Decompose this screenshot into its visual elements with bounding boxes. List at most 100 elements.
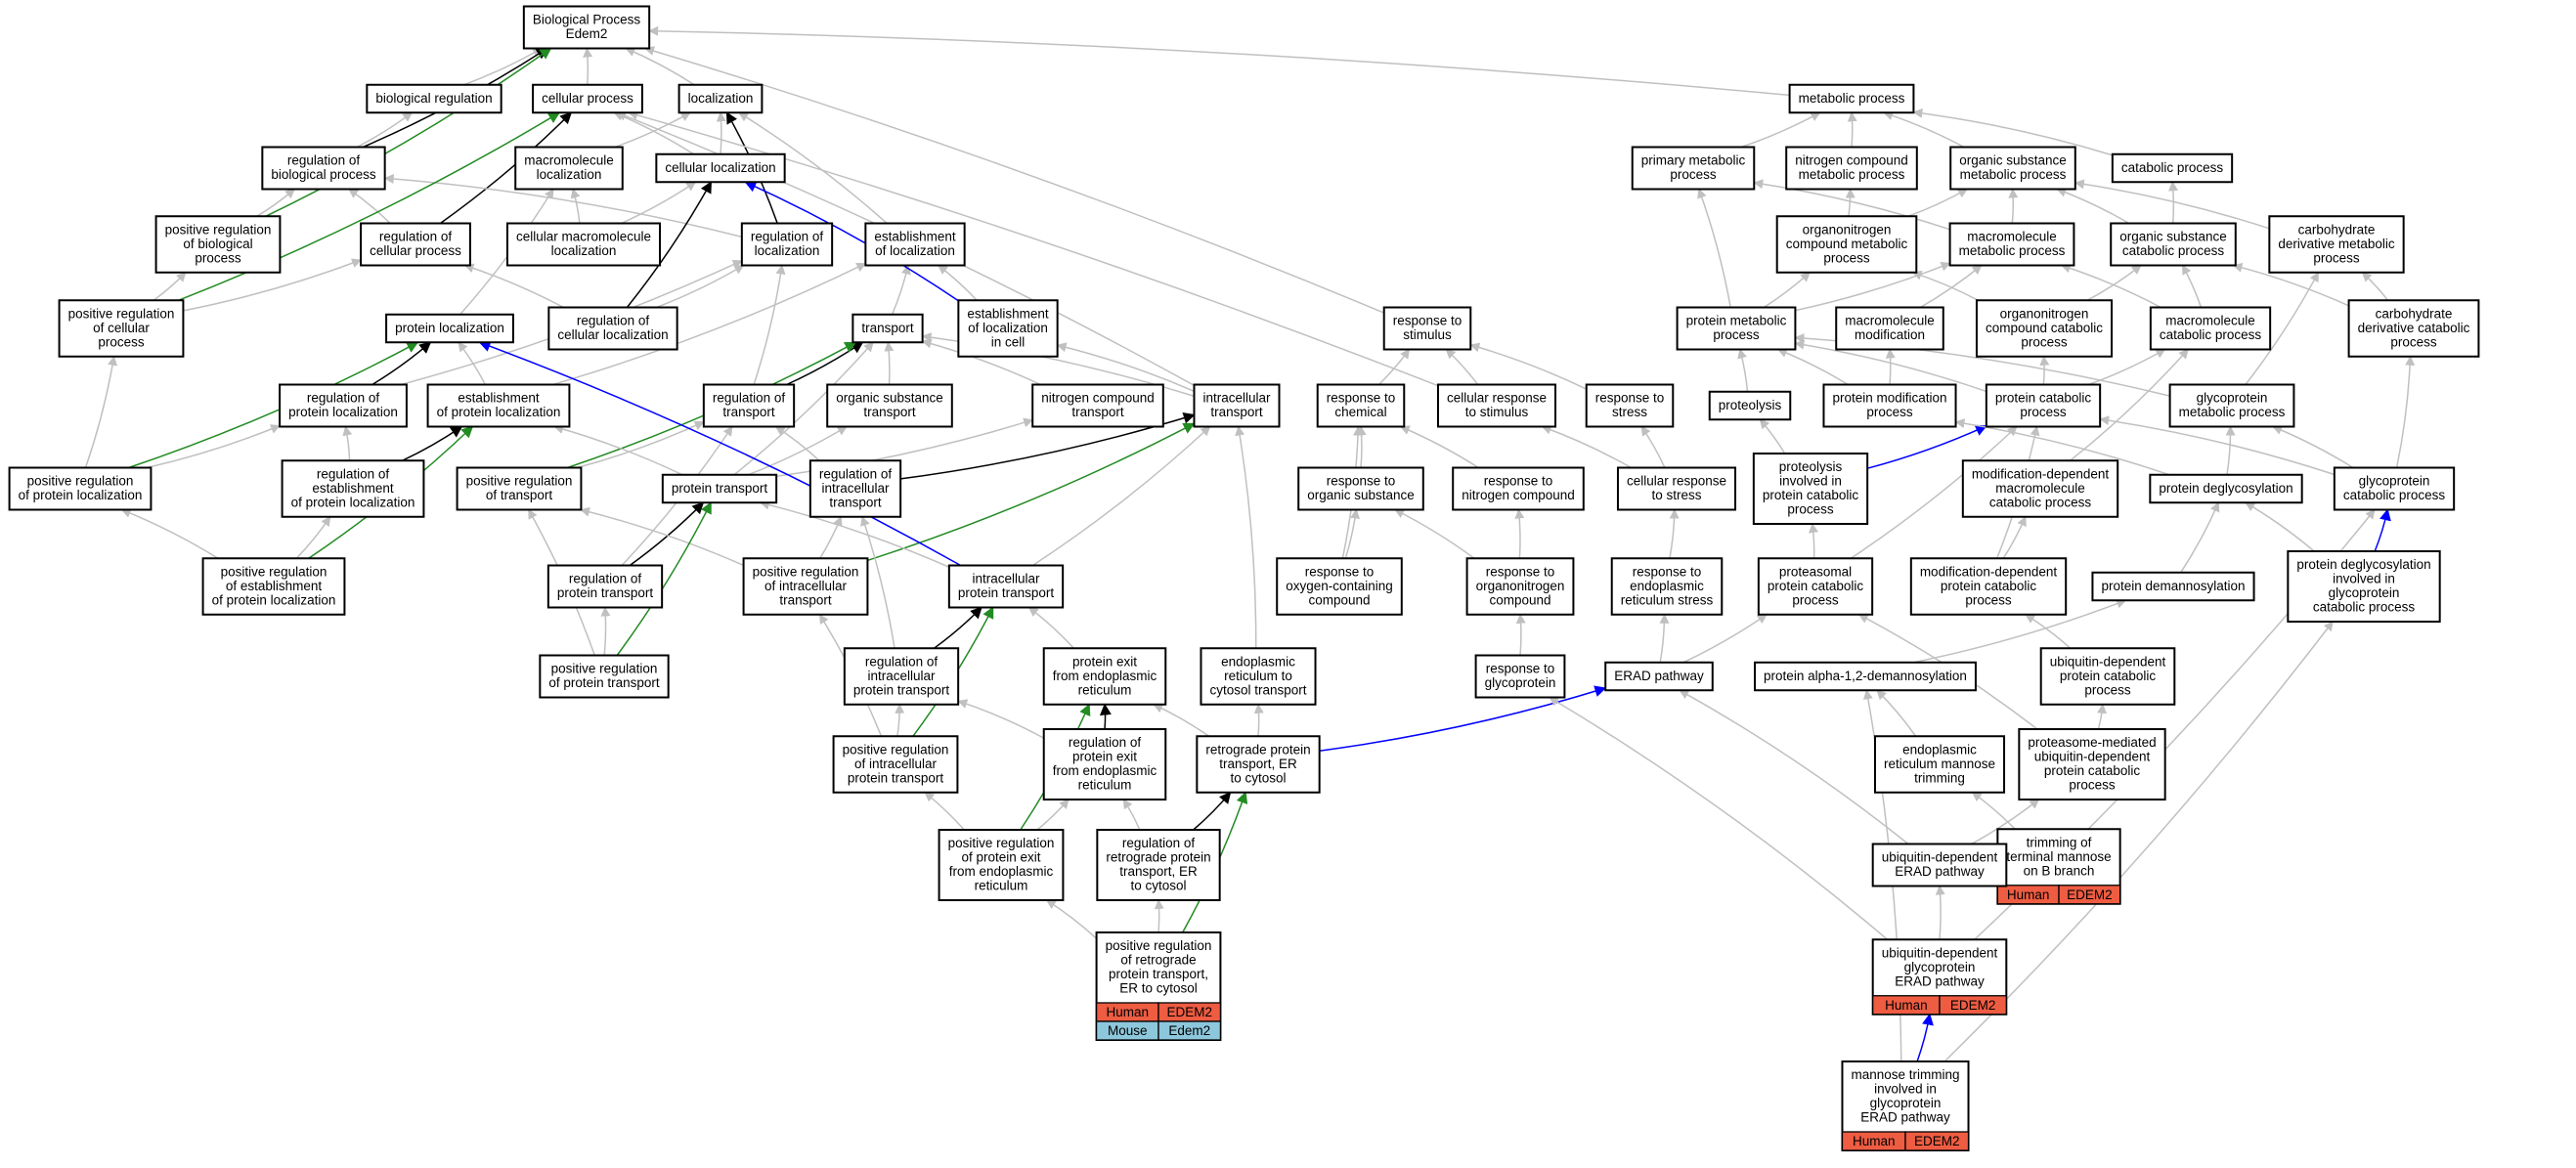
go-term-node-loc[interactable]: localization: [677, 83, 764, 114]
go-term-node-erad[interactable]: ERAD pathway: [1604, 661, 1714, 692]
edge-regprotexit-to-protexit: [1099, 703, 1112, 730]
go-term-node-protdemann[interactable]: protein demannosylation: [2091, 571, 2255, 602]
go-term-node-proteasome[interactable]: proteasome-mediatedubiquitin-dependentpr…: [2018, 728, 2166, 800]
go-term-node-alphademann[interactable]: protein alpha-1,2-demannosylation: [1754, 661, 1977, 692]
edge-orgtrans-to-transport: [884, 341, 895, 385]
node-box: [1788, 83, 1915, 114]
node-label-line: establishment: [312, 481, 394, 496]
go-term-node-cellloc[interactable]: cellular localization: [655, 152, 786, 184]
node-label-line: protein localization: [395, 321, 504, 335]
node-label-line: of establishment: [226, 579, 323, 593]
go-term-node-metab[interactable]: metabolic process: [1788, 83, 1915, 114]
edge-protmet-to-macromet: [1795, 261, 1951, 312]
go-term-node-bioreg[interactable]: biological regulation: [366, 83, 502, 114]
go-term-node-proteolysis[interactable]: proteolysis: [1708, 390, 1792, 421]
node-box: [201, 557, 346, 616]
go-term-node-catab[interactable]: catabolic process: [2111, 152, 2234, 184]
go-term-node-protloc[interactable]: protein localization: [385, 313, 514, 344]
go-term-node-transport[interactable]: transport: [851, 313, 924, 344]
go-term-node-cellproc[interactable]: cellular process: [532, 83, 643, 114]
edge-proteasome-to-ubidepprot: [2097, 703, 2108, 730]
node-label-line: process: [1965, 592, 2012, 607]
edge-regestprotloc-to-estprotloc: [402, 425, 463, 461]
node-label-line: reticulum: [1078, 778, 1132, 793]
go-term-node-protdeglyc[interactable]: protein deglycosylation: [2149, 473, 2303, 504]
go-term-node-moddepmacro[interactable]: modification-dependentmacromoleculecatab…: [1961, 459, 2119, 518]
go-term-node-prottrans[interactable]: protein transport: [661, 473, 778, 504]
